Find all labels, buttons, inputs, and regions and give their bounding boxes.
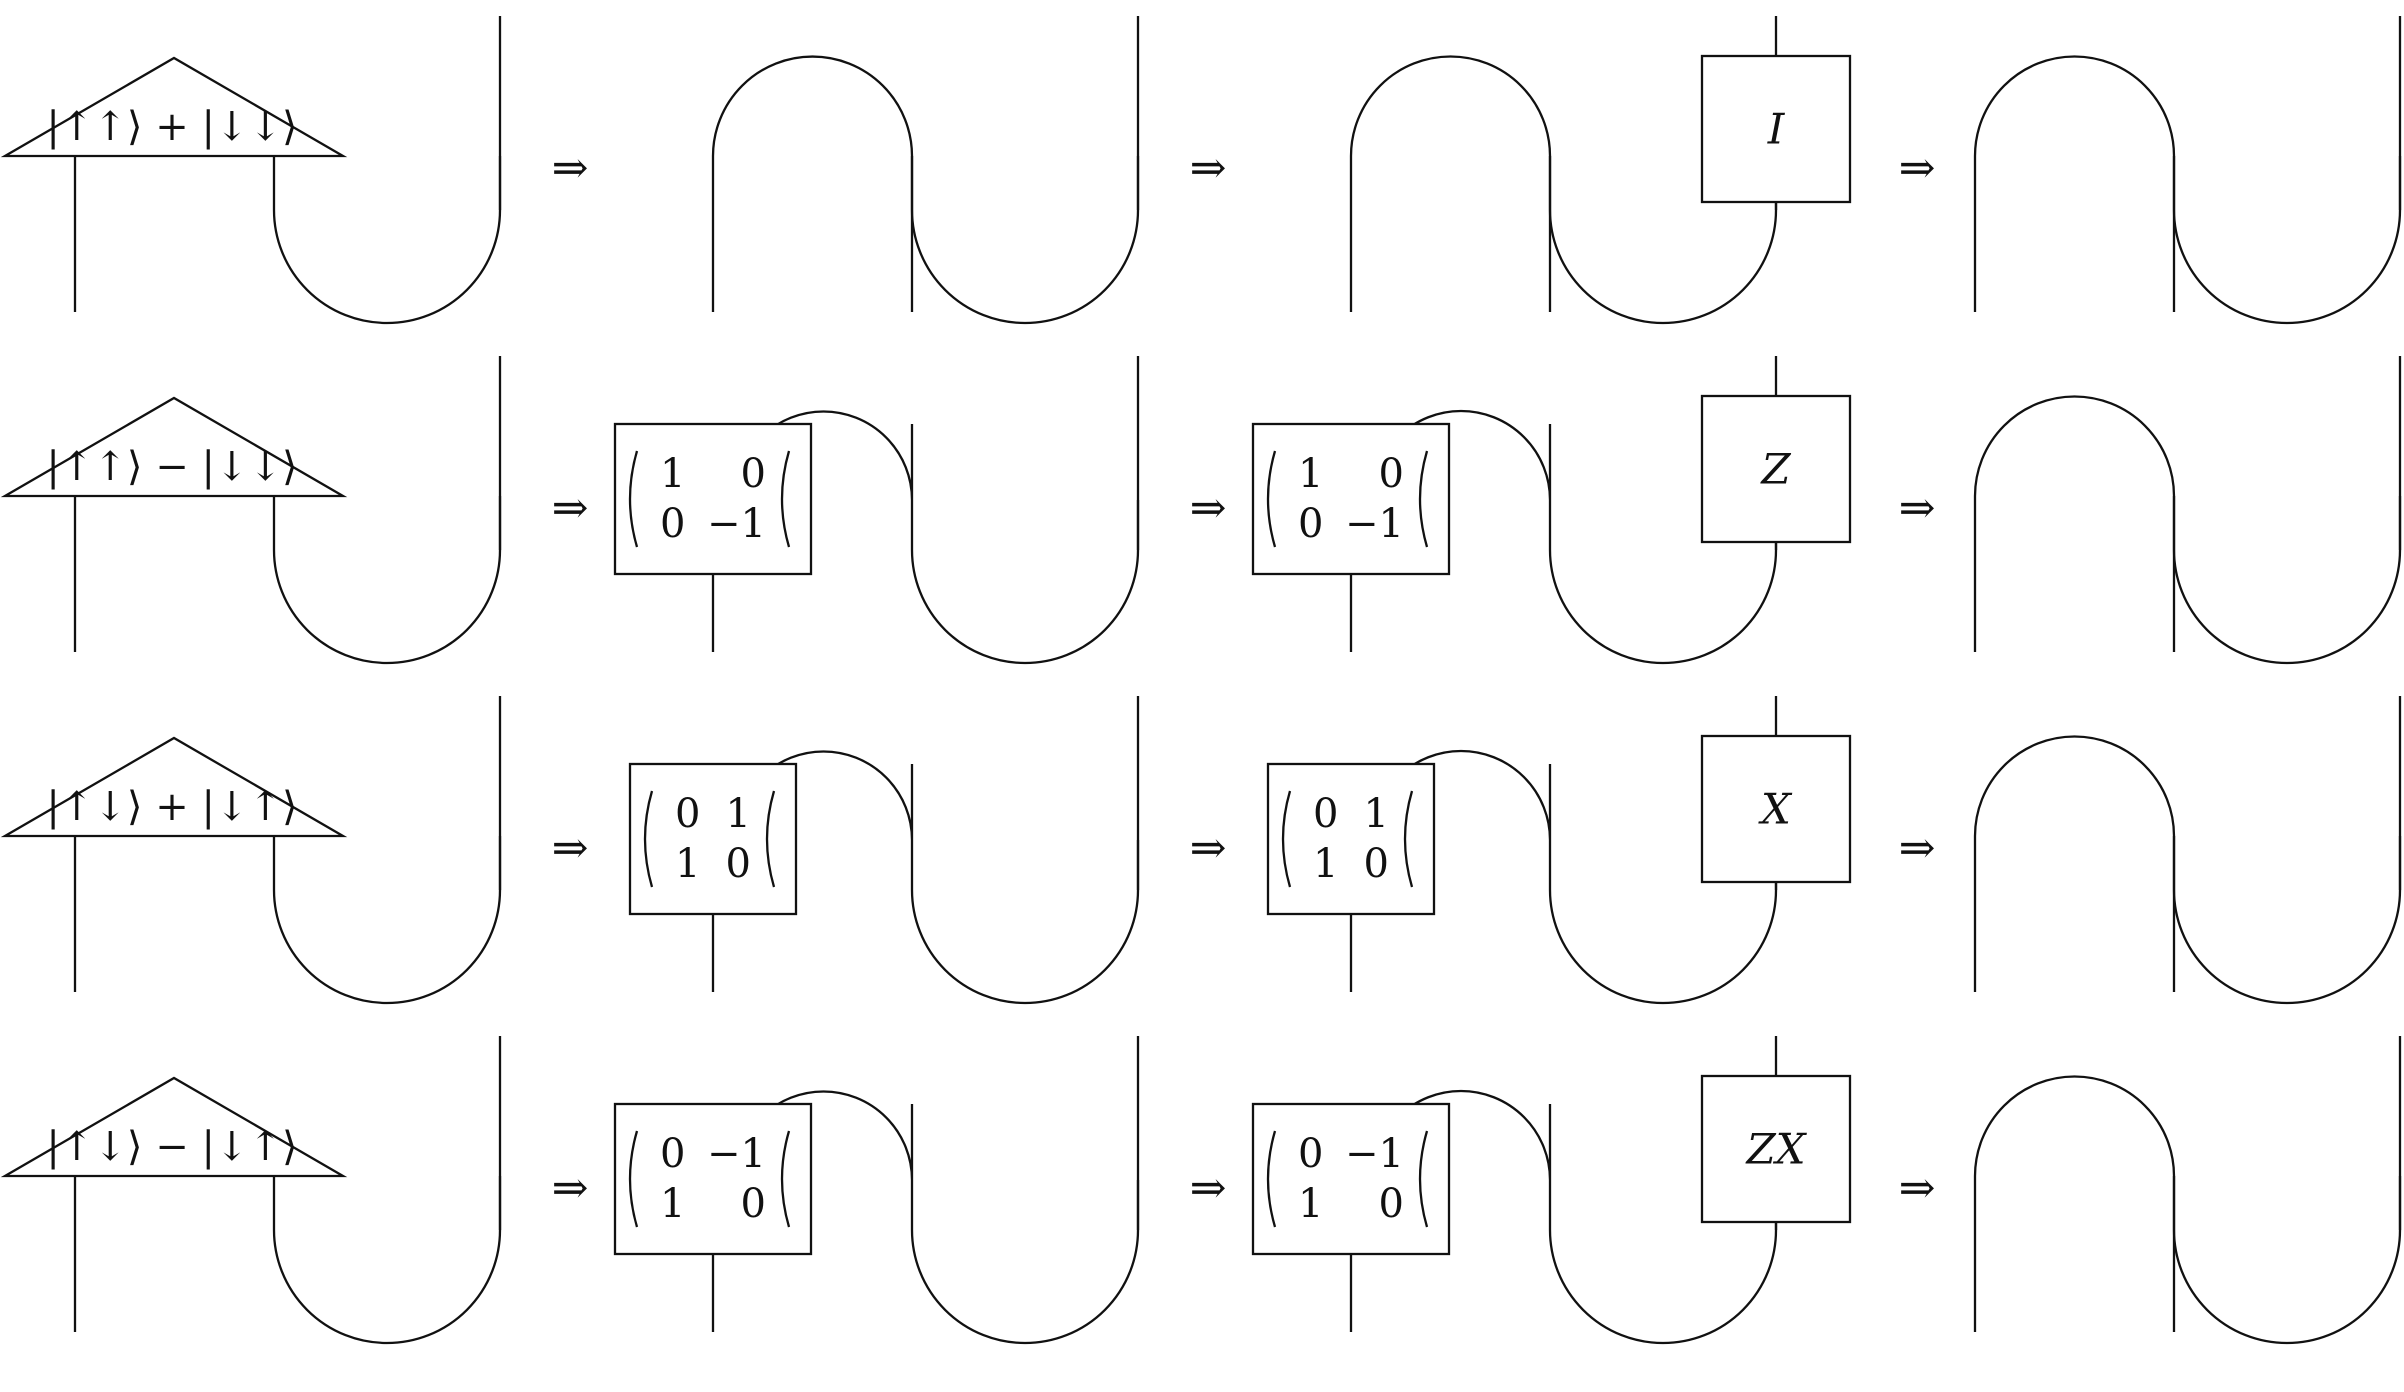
cup-wire [910,1180,1140,1345]
operator-label: X [1758,785,1793,834]
col3-cell-11: 0 [1364,841,1389,887]
col2-cell-00: 0 [660,1131,685,1177]
cup-wire [272,156,502,325]
cup-wire [1548,156,1778,325]
state-label: |↑↓⟩ − |↓↑⟩ [46,1124,297,1170]
col2-matrix-box [628,762,798,916]
col2-cell-01: 0 [741,451,766,497]
implies-arrow-1: ⇒ [552,483,589,534]
cap-wire [1349,55,1552,312]
col2-left-paren [643,790,654,888]
col3-cell-01: 1 [1364,791,1389,837]
cap-wire [1973,735,2176,992]
col3-cell-11: 0 [1379,1181,1404,1227]
col3-right-paren [1403,790,1414,888]
col3-matrix-box [1266,762,1436,916]
state-triangle [0,1076,348,1178]
col2-left-paren [628,450,639,548]
cup-wire [272,836,502,1005]
col3-cell-00: 0 [1313,791,1338,837]
implies-arrow-2: ⇒ [1190,823,1227,874]
cap-wire [1973,55,2176,312]
col2-cell-11: −1 [707,501,766,547]
state-triangle [0,736,348,838]
cup-wire [272,496,502,665]
cup-wire [1548,1180,1778,1345]
cup-wire [910,156,1140,325]
cap-wire [1973,395,2176,652]
col2-cell-11: 0 [741,1181,766,1227]
cap-wire [711,55,914,312]
implies-arrow-1: ⇒ [552,143,589,194]
operator-box [1700,1074,1852,1224]
implies-arrow-2: ⇒ [1190,483,1227,534]
implies-arrow-3: ⇒ [1899,1163,1936,1214]
col2-cell-00: 0 [675,791,700,837]
implies-arrow-3: ⇒ [1899,143,1936,194]
operator-box [1700,734,1852,884]
col2-cell-11: 0 [726,841,751,887]
cup-wire [1548,840,1778,1005]
state-triangle [0,396,348,498]
diagram-row-1: |↑↑⟩ + |↓↓⟩ ⇒ ⇒ I ⇒ [0,16,2402,325]
operator-label: Z [1759,445,1791,494]
cup-wire [2172,496,2402,665]
cap-wire [1973,1075,2176,1332]
state-triangle [0,56,348,158]
col2-cell-01: −1 [707,1131,766,1177]
cup-wire [1548,500,1778,665]
implies-arrow-1: ⇒ [552,823,589,874]
col3-cell-10: 1 [1313,841,1338,887]
operator-label: ZX [1744,1125,1807,1174]
col3-right-paren [1418,450,1429,548]
col2-cell-00: 1 [660,451,685,497]
implies-arrow-3: ⇒ [1899,483,1936,534]
col2-matrix-box [613,1102,813,1256]
col2-cell-10: 1 [660,1181,685,1227]
cup-wire [2172,156,2402,325]
col2-cell-01: 1 [726,791,751,837]
col2-left-paren [628,1130,639,1228]
col3-cell-10: 0 [1298,501,1323,547]
col2-right-paren [780,450,791,548]
implies-arrow-2: ⇒ [1190,143,1227,194]
state-label: |↑↑⟩ + |↓↓⟩ [46,104,297,150]
col3-cell-00: 0 [1298,1131,1323,1177]
col3-cell-10: 1 [1298,1181,1323,1227]
col3-left-paren [1281,790,1292,888]
col2-matrix-box [613,422,813,576]
cup-wire [910,500,1140,665]
col3-matrix-box [1251,422,1451,576]
col2-right-paren [765,790,776,888]
cup-wire [2172,836,2402,1005]
cup-wire [2172,1176,2402,1345]
col3-cell-01: 0 [1379,451,1404,497]
operator-box [1700,54,1852,204]
col3-left-paren [1266,1130,1277,1228]
implies-arrow-2: ⇒ [1190,1163,1227,1214]
implies-arrow-3: ⇒ [1899,823,1936,874]
implies-arrow-1: ⇒ [552,1163,589,1214]
col3-cell-11: −1 [1345,501,1404,547]
col3-right-paren [1418,1130,1429,1228]
cup-wire [272,1176,502,1345]
col3-left-paren [1266,450,1277,548]
col2-cell-10: 1 [675,841,700,887]
col3-cell-00: 1 [1298,451,1323,497]
col3-cell-01: −1 [1345,1131,1404,1177]
cup-wire [910,840,1140,1005]
col2-right-paren [780,1130,791,1228]
operator-label: I [1767,105,1786,154]
state-label: |↑↑⟩ − |↓↓⟩ [46,444,297,490]
col2-cell-10: 0 [660,501,685,547]
state-label: |↑↓⟩ + |↓↑⟩ [46,784,297,830]
